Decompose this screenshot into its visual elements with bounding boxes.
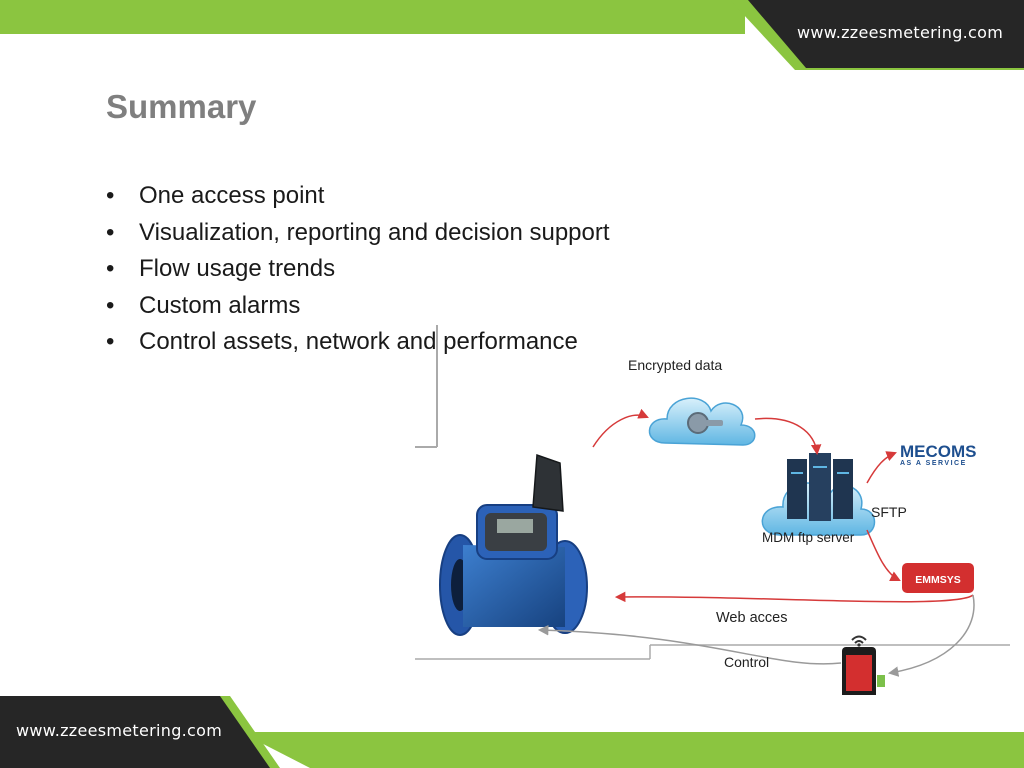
bullet-text: Flow usage trends: [139, 255, 336, 282]
bullet-marker: •: [106, 328, 115, 355]
footer-url[interactable]: www.zzeesmetering.com: [16, 721, 223, 740]
mecoms-text: MECOMS: [900, 442, 977, 461]
bullet-text: Visualization, reporting and decision su…: [139, 218, 610, 246]
bullet-marker: •: [106, 182, 115, 209]
bullet-item: • Custom alarms: [106, 288, 610, 325]
data-flow-arrows: [537, 408, 975, 677]
bullet-item: • Visualization, reporting and decision s…: [106, 215, 610, 252]
bullet-item: • Control assets, network and performance: [106, 324, 610, 361]
architecture-diagram: Encrypted data MDM ftp server SFTP MECOM…: [415, 325, 1010, 695]
emmsys-box: EMMSYS: [902, 563, 974, 593]
cloud-key-icon: [648, 397, 756, 446]
sftp-label: SFTP: [871, 504, 907, 520]
bullet-item: • One access point: [106, 178, 610, 215]
bottom-brand-band: [0, 696, 1024, 768]
bullet-marker: •: [106, 255, 115, 282]
bullet-text: Custom alarms: [139, 291, 301, 319]
bullet-list: • One access point • Visualization, report…: [106, 178, 610, 361]
bullet-text: Control assets, network and performance: [139, 328, 578, 355]
frame-lines: [415, 325, 1010, 660]
server-label: MDM ftp server: [762, 530, 855, 545]
mobile-phone-icon: [842, 647, 885, 695]
bullet-item: • Flow usage trends: [106, 251, 610, 288]
water-meter-icon: [439, 453, 588, 636]
slide-title: Summary: [106, 88, 257, 125]
bullet-text: One access point: [139, 182, 325, 209]
mecoms-subtext: AS A SERVICE: [900, 460, 967, 467]
mecoms-logo: MECOMS AS A SERVICE: [900, 442, 977, 467]
wifi-icon: [851, 635, 867, 647]
top-brand-band: [0, 0, 1024, 72]
web-access-label: Web acces: [716, 610, 787, 626]
emmsys-label: EMMSYS: [915, 574, 961, 586]
control-label: Control: [724, 654, 769, 670]
bullet-marker: •: [106, 218, 115, 246]
server-cloud-icon: [761, 453, 876, 536]
header-url[interactable]: www.zzeesmetering.com: [797, 23, 1004, 42]
encrypted-data-label: Encrypted data: [628, 357, 722, 373]
bullet-marker: •: [106, 291, 115, 319]
